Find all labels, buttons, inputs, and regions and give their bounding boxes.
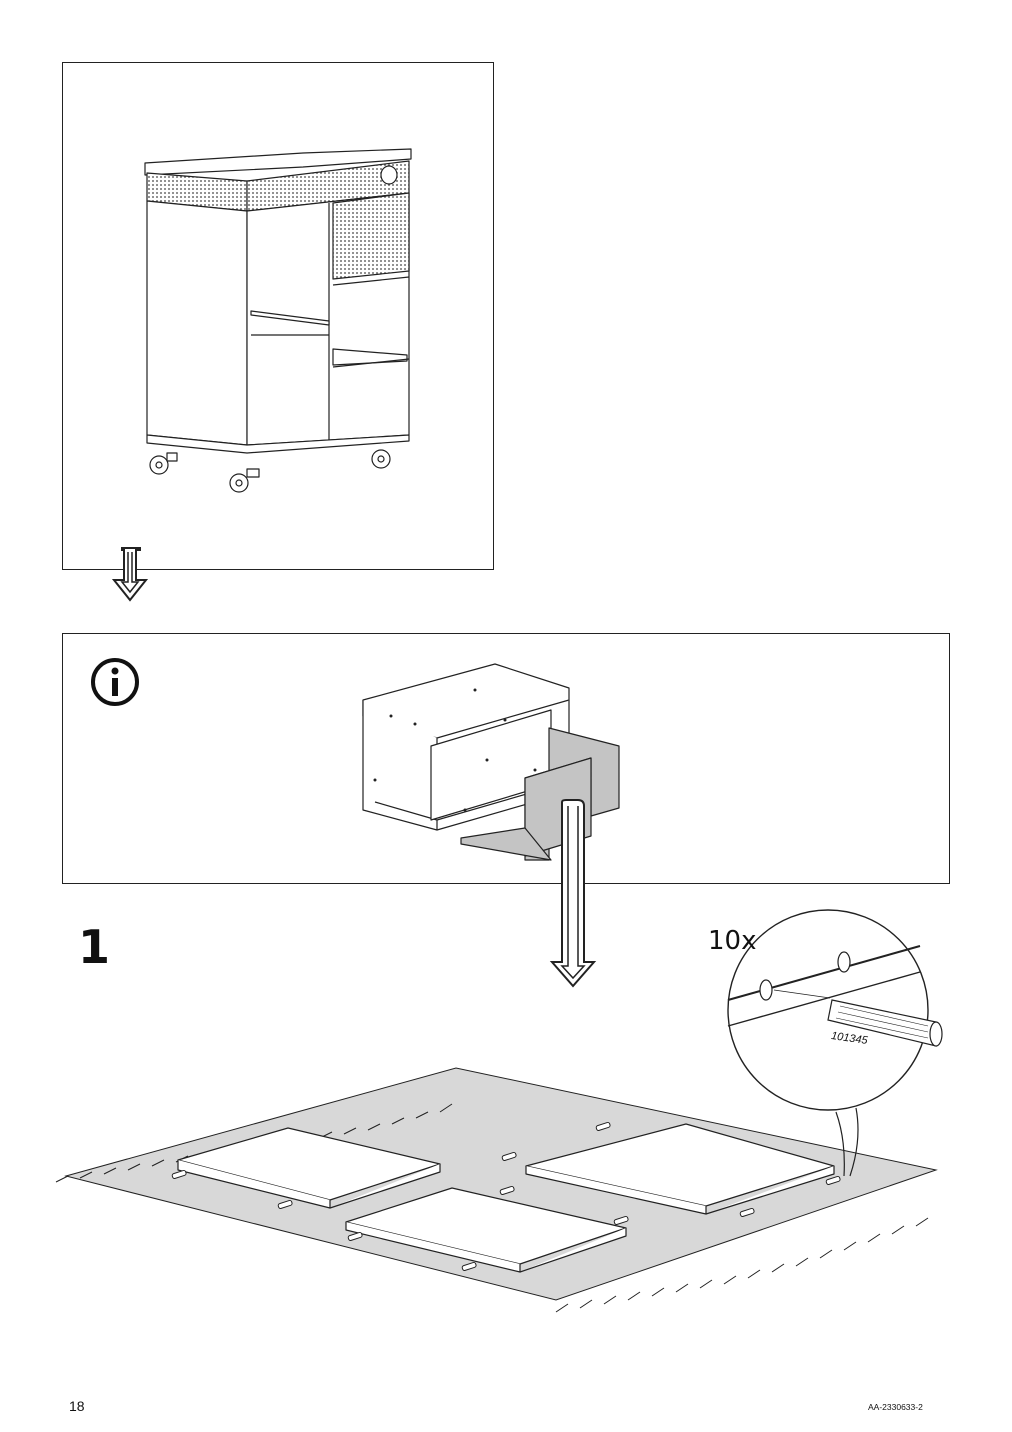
info-icon	[91, 658, 139, 706]
step-number: 1	[78, 920, 111, 974]
hollow-down-arrow-icon	[111, 547, 149, 602]
document-code: AA-2330633-2	[868, 1402, 923, 1412]
assembly-mat-illustration	[55, 1067, 938, 1313]
quantity-label: 10x	[708, 926, 757, 956]
carcass-illustration	[362, 663, 620, 861]
long-down-arrow-icon	[549, 799, 597, 988]
page-number: 18	[69, 1398, 85, 1414]
info-panel	[62, 633, 950, 884]
overview-panel	[62, 62, 494, 570]
dowel-detail-circle	[727, 909, 943, 1177]
wooden-dowel-icon	[827, 999, 943, 1047]
trolley-illustration	[144, 148, 412, 493]
